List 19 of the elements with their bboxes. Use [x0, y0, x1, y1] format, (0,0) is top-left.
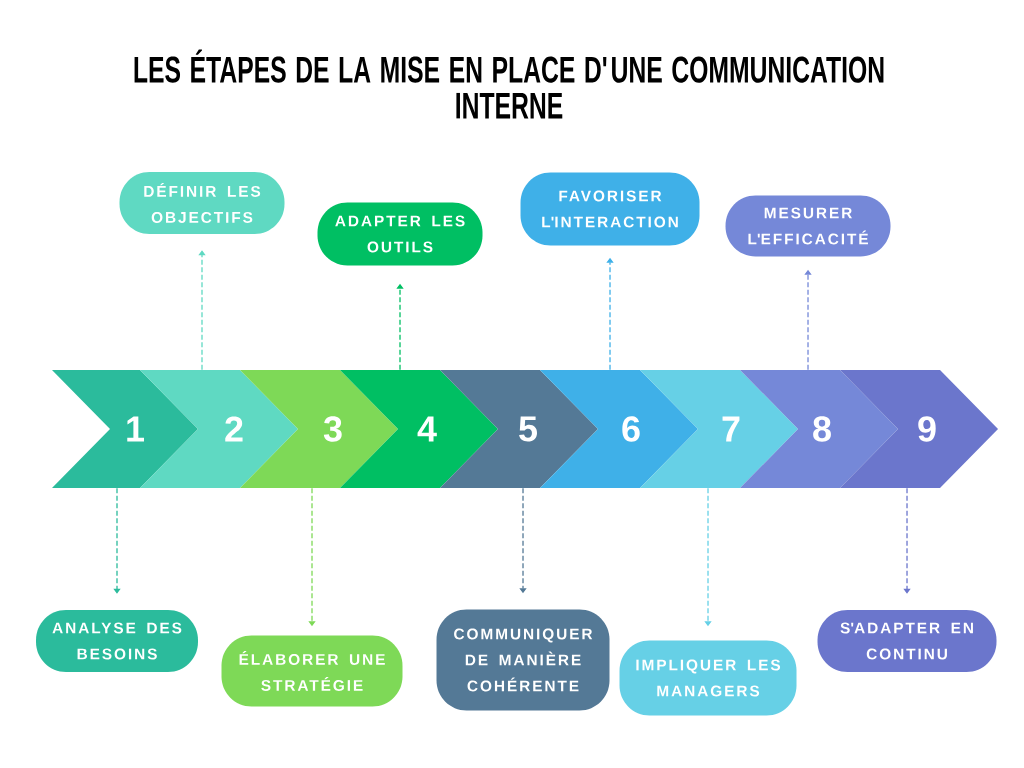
pill-box: ADAPTER LES OUTILS	[317, 202, 483, 266]
dashed-arrow	[198, 250, 206, 371]
pill-box: DÉFINIR LES OBJECTIFS	[119, 172, 285, 234]
process-step: 6	[540, 370, 698, 488]
pill-box: ANALYSE DES BESOINS	[36, 610, 198, 672]
title: LES ÉTAPES DE LA MISE EN PLACE D'UNE COMMUNICATION INTERNE	[134, 49, 884, 119]
dashed-arrow	[903, 487, 911, 594]
process-step: 5	[440, 370, 598, 488]
pill-box: S'ADAPTER EN CONTINU	[817, 610, 997, 672]
pill-box: IMPLIQUER LES MANAGERS	[619, 640, 797, 716]
pill-box: ÉLABORER UNE STRATÉGIE	[221, 635, 403, 707]
pill-box: FAVORISER L'INTERACTION	[520, 172, 700, 246]
process-step: 8	[740, 370, 898, 488]
dashed-arrow	[113, 487, 121, 594]
process-step: 7	[640, 370, 798, 488]
process-step: 9	[840, 370, 998, 488]
process-step: 1	[52, 370, 198, 488]
pill-box: COMMUNIQUER DE MANIÈRE COHÉRENTE	[436, 609, 610, 711]
pill-box: MESURER L'EFFICACITÉ	[725, 195, 891, 257]
